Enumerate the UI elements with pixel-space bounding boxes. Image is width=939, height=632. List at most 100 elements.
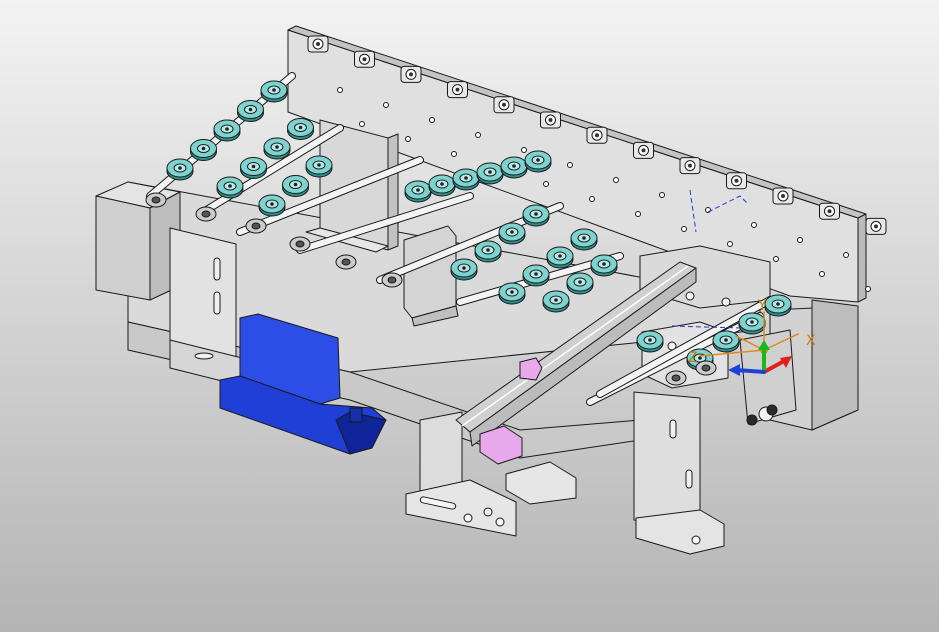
roller[interactable] — [636, 330, 664, 353]
linear-guide-rail-side[interactable] — [469, 267, 697, 447]
plate-hole — [751, 222, 757, 228]
right-foot-base[interactable] — [635, 509, 725, 555]
construction-line — [689, 189, 697, 233]
roller[interactable] — [524, 150, 552, 173]
slot-hole — [669, 419, 677, 439]
roller-center — [648, 338, 652, 342]
roller[interactable] — [498, 282, 526, 305]
roller-center — [488, 170, 492, 174]
roller-center — [534, 272, 538, 276]
plate-hole — [819, 271, 825, 277]
plate-hole — [475, 132, 481, 138]
roller[interactable] — [476, 162, 504, 185]
axis-y-arrow-icon[interactable] — [758, 340, 770, 374]
roller[interactable] — [500, 156, 528, 179]
roller[interactable] — [712, 330, 740, 353]
axis-x-arrow-icon[interactable] — [762, 356, 792, 374]
roller[interactable] — [216, 176, 244, 199]
roller[interactable] — [566, 272, 594, 295]
axis-z-label: Z — [688, 350, 698, 366]
roller[interactable] — [738, 312, 766, 335]
shaft — [237, 157, 423, 235]
roller[interactable] — [764, 294, 792, 317]
plate-hole — [337, 87, 343, 93]
back-plate-side[interactable] — [857, 213, 867, 303]
plate-hole — [865, 286, 871, 292]
roller[interactable] — [404, 180, 432, 203]
roller[interactable] — [190, 139, 217, 161]
pink-sensor-block[interactable] — [519, 357, 543, 381]
roller-center — [293, 182, 298, 187]
roller[interactable] — [450, 258, 478, 281]
roller[interactable] — [305, 155, 333, 178]
bearing-center — [502, 102, 506, 107]
center-bracket-vertical[interactable] — [419, 411, 463, 495]
roller[interactable] — [263, 137, 291, 160]
roller-center — [440, 182, 444, 186]
right-end-block-side[interactable] — [811, 299, 859, 431]
roller-center — [578, 280, 582, 284]
roller[interactable] — [498, 222, 526, 245]
roller[interactable] — [452, 168, 480, 191]
pulley-hub — [671, 374, 681, 382]
roller[interactable] — [542, 290, 570, 313]
axis-y-label: Y — [757, 298, 767, 314]
coordinate-triad[interactable]: X Y Z — [688, 298, 816, 376]
left-end-block-front[interactable] — [95, 195, 151, 301]
roller-center — [272, 88, 276, 92]
roller[interactable] — [287, 118, 314, 140]
plate-hole — [797, 237, 803, 243]
roller[interactable] — [428, 174, 456, 197]
roller[interactable] — [570, 228, 598, 251]
roller-center — [486, 248, 490, 252]
bearing-center — [409, 72, 413, 77]
slot-hole — [685, 469, 693, 489]
conveyor-assembly[interactable] — [95, 25, 887, 555]
cylinder-cap[interactable] — [411, 305, 459, 327]
pink-slider-block[interactable] — [479, 425, 523, 465]
roller[interactable] — [237, 100, 264, 122]
roller[interactable] — [522, 264, 550, 287]
plate-hole — [635, 211, 641, 217]
pneumatic-cylinder[interactable] — [403, 225, 457, 319]
roller[interactable] — [166, 158, 194, 181]
bearing-center — [827, 209, 832, 214]
center-bracket-base[interactable] — [405, 479, 517, 537]
roller-center — [776, 302, 780, 306]
roller[interactable] — [213, 119, 241, 142]
roller-center — [512, 164, 516, 168]
roller-center — [534, 212, 538, 216]
plate-hole — [451, 151, 457, 157]
roller-center — [464, 176, 468, 180]
axis-ref-line — [699, 349, 765, 357]
roller[interactable] — [240, 157, 267, 179]
roller[interactable] — [522, 204, 550, 227]
pulley-hub — [295, 240, 305, 248]
roller-center — [416, 188, 420, 192]
center-bracket-base-2[interactable] — [505, 461, 577, 505]
roller[interactable] — [260, 80, 288, 103]
bolt-hole — [685, 291, 695, 301]
axis-z-arrow-icon[interactable] — [728, 364, 766, 376]
drive-block-right[interactable] — [739, 329, 797, 425]
axis-x-label: X — [806, 333, 816, 349]
roller[interactable] — [546, 246, 574, 269]
upright-bracket-foot[interactable] — [305, 227, 389, 253]
roller[interactable] — [590, 254, 618, 277]
axis-ref-line — [735, 335, 765, 351]
motor-gearbox[interactable] — [335, 411, 387, 455]
roller[interactable] — [282, 175, 309, 197]
roller-array[interactable] — [166, 80, 792, 371]
roller[interactable] — [258, 194, 286, 217]
upright-bracket-side[interactable] — [387, 133, 399, 251]
pulley-hub — [151, 196, 161, 204]
roller-center — [462, 266, 466, 270]
plate-hole — [359, 121, 365, 127]
roller[interactable] — [474, 240, 502, 263]
right-foot-vertical[interactable] — [633, 391, 701, 529]
roller-center — [750, 320, 754, 324]
roller-center — [270, 202, 274, 206]
pulley-hub — [201, 210, 211, 218]
